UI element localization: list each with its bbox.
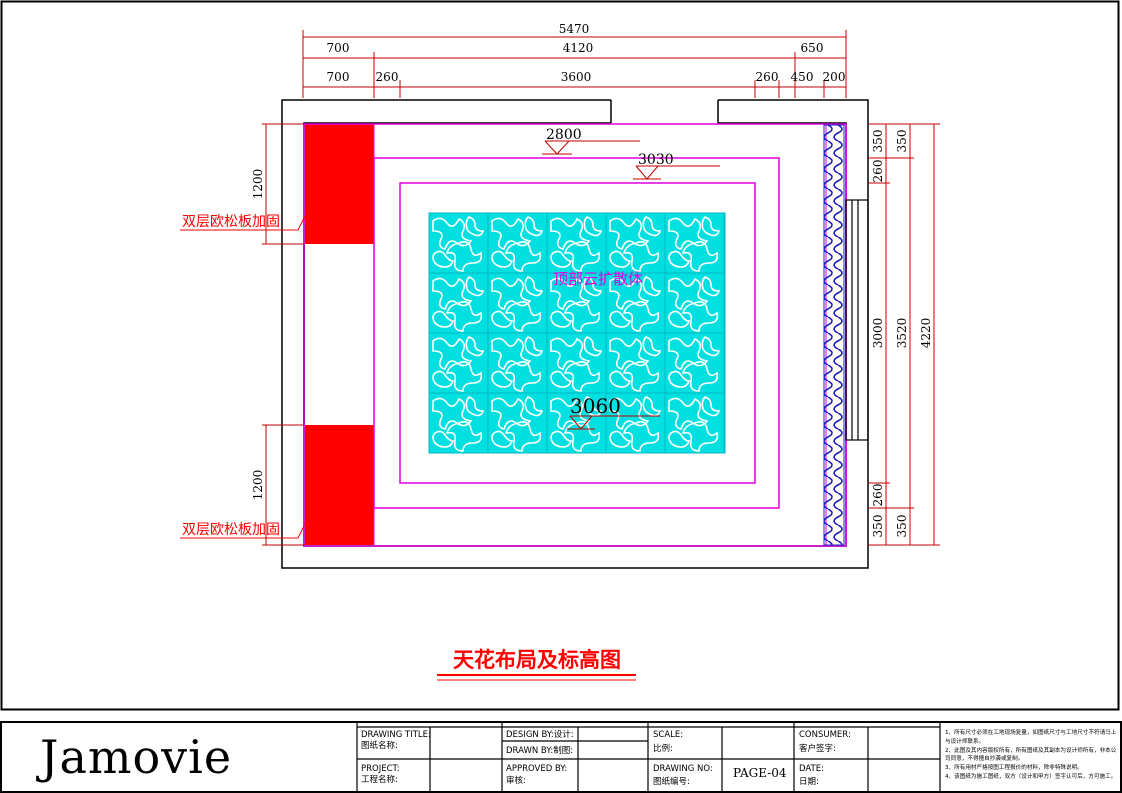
- red-label-top: 双层欧松板加固: [182, 214, 280, 230]
- drawn-by-label: DRAWN BY:制图:: [506, 746, 574, 756]
- dim-row3-b: 260: [376, 70, 399, 84]
- window-frame: [845, 199, 869, 441]
- ceiling-diffuser-label: 顶部云扩散体: [553, 270, 643, 288]
- note-4: 4、该图纸为施工图纸，双方（设计和甲方）签字认可后，方可施工。: [945, 773, 1117, 780]
- dim-right-inner-5: 350: [871, 515, 885, 538]
- elevation-markers: [542, 140, 720, 430]
- dim-row3-f: 200: [823, 70, 846, 84]
- brand-logo-text: Jamovie: [40, 730, 233, 784]
- dim-right-inner-1: 350: [871, 130, 885, 153]
- scale-label-cn: 比例:: [653, 744, 673, 754]
- cloud-diffuser: [428, 212, 726, 454]
- drawing-title: 天花布局及标高图: [453, 648, 621, 672]
- date-label-en: DATE:: [799, 764, 824, 774]
- drawing-no-label-cn: 图纸编号:: [653, 777, 690, 787]
- elevation-3030: 3030: [638, 152, 674, 168]
- dim-overall-width: 5470: [559, 22, 590, 36]
- dim-row3-d: 260: [756, 70, 779, 84]
- project-label-en: PROJECT:: [361, 764, 400, 774]
- note-2: 2、此图及其内容版权所有，所有图纸及其副本为设计师所有，非本公司同意，不得擅自抄…: [945, 747, 1117, 763]
- consumer-label-cn: 客户签字:: [799, 744, 836, 754]
- left-dimension-lines: [180, 123, 307, 546]
- scale-label-en: SCALE:: [653, 730, 684, 740]
- dim-right-overall: 4220: [919, 318, 933, 349]
- consumer-label-en: CONSUMER:: [799, 730, 851, 740]
- drawing-title-label-cn: 图纸名称:: [361, 741, 398, 751]
- page-number: PAGE-04: [733, 766, 787, 780]
- approved-by-label: APPROVED BY:: [506, 764, 568, 774]
- elevation-2800: 2800: [546, 127, 582, 143]
- dim-row3-a: 700: [327, 70, 350, 84]
- right-dimension-lines: [868, 123, 940, 546]
- dim-top-right: 650: [801, 41, 824, 55]
- dim-left-bottom: 1200: [251, 470, 265, 501]
- approved-by-label-cn: 审核:: [506, 776, 526, 786]
- general-notes: 1、所有尺寸必须在工地现场复量，如图纸尺寸与工地尺寸不符请马上与设计师联系。 2…: [945, 729, 1120, 782]
- page-border: [0, 0, 1120, 711]
- dim-right-inner-2: 260: [871, 160, 885, 183]
- date-label-cn: 日期:: [799, 777, 819, 787]
- drawing-title-label-en: DRAWING TITLE:: [361, 730, 431, 740]
- elevation-3060: 3060: [570, 394, 621, 418]
- dim-left-top: 1200: [251, 169, 265, 200]
- project-label-cn: 工程名称:: [361, 775, 398, 785]
- red-label-bottom: 双层欧松板加固: [182, 522, 280, 538]
- note-3: 3、所有用材严格按图工程报价的材料，除非特殊说明。: [945, 765, 1083, 772]
- top-dimension-lines: [302, 30, 847, 98]
- title-block-frame: [0, 721, 1122, 793]
- dim-top-middle: 4120: [563, 41, 594, 55]
- dim-right-inner-3: 3000: [871, 318, 885, 349]
- reinforcement-board-bottom: [305, 425, 374, 545]
- wave-panel: [823, 124, 845, 546]
- dim-top-left: 700: [327, 41, 350, 55]
- dim-right-mid-1: 350: [895, 130, 909, 153]
- dim-row3-c: 3600: [561, 70, 592, 84]
- dim-row3-e: 450: [791, 70, 814, 84]
- reinforcement-board-top: [305, 124, 374, 244]
- dim-right-mid-2: 3520: [895, 318, 909, 349]
- dim-right-mid-3: 350: [895, 515, 909, 538]
- drawing-no-label-en: DRAWING NO:: [653, 764, 713, 774]
- design-by-label: DESIGN BY:设计:: [506, 730, 574, 740]
- dim-right-inner-4: 260: [871, 484, 885, 507]
- note-1: 1、所有尺寸必须在工地现场复量，如图纸尺寸与工地尺寸不符请马上与设计师联系。: [945, 730, 1117, 745]
